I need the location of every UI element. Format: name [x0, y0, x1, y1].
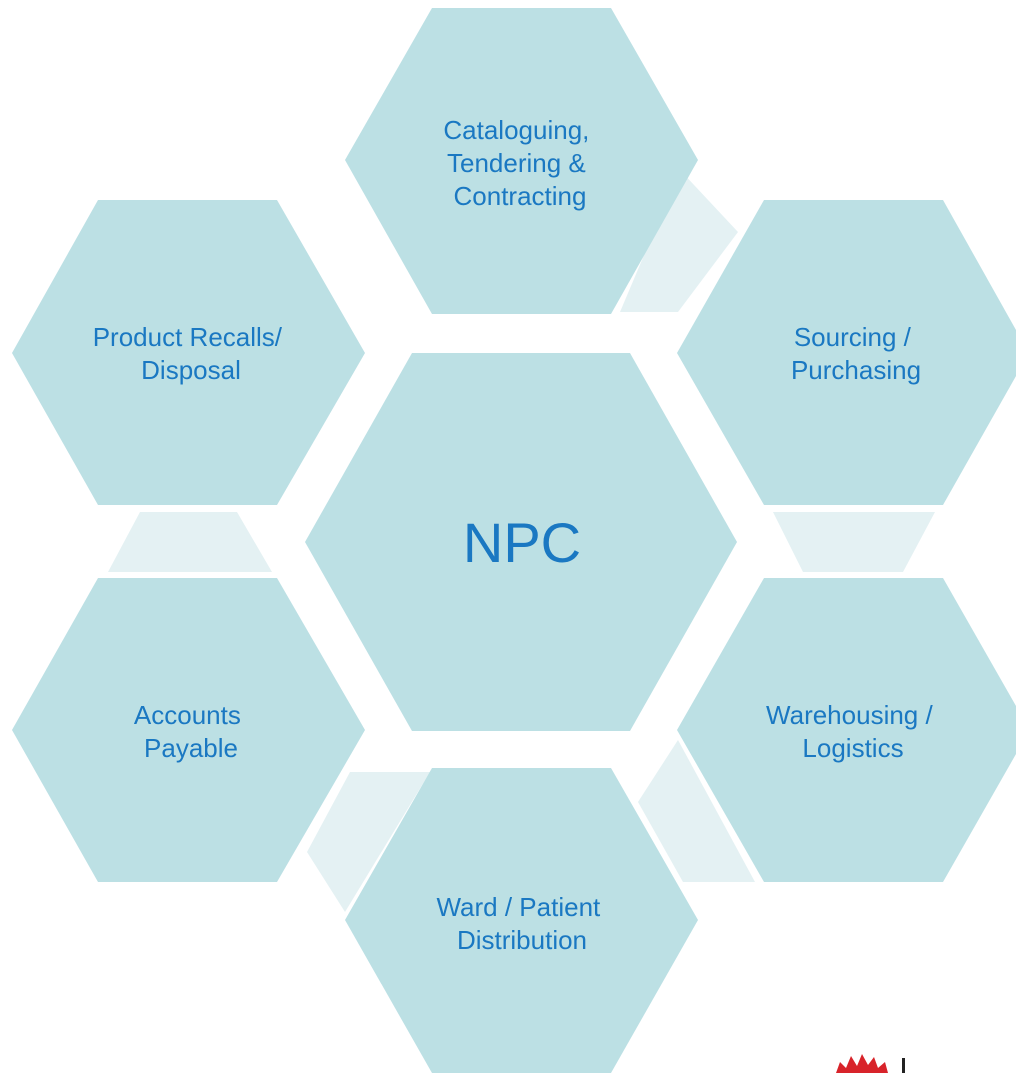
connector-ward-accounts [307, 772, 430, 912]
hexagon-accounts [12, 578, 365, 882]
label-recalls: Product Recalls/ Disposal [93, 322, 290, 385]
hexagon-cataloguing [345, 8, 698, 314]
hexagon-center [305, 353, 737, 731]
label-center: NPC [463, 511, 581, 574]
connector-accounts-recalls [108, 512, 272, 572]
connector-warehousing-ward [638, 740, 755, 882]
hexagon-recalls [12, 200, 365, 505]
label-warehousing: Warehousing / Logistics [766, 700, 940, 763]
hexagon-sourcing [677, 200, 1016, 505]
waratah-logo-icon [836, 1054, 905, 1073]
label-accounts: Accounts Payable [134, 700, 248, 763]
label-sourcing: Sourcing / Purchasing [791, 322, 921, 385]
hexagon-ward [345, 768, 698, 1073]
connector-sourcing-warehousing [773, 512, 935, 572]
label-cataloguing: Cataloguing, Tendering & Contracting [443, 115, 596, 211]
connector-cataloguing-sourcing [620, 170, 738, 312]
label-ward: Ward / Patient Distribution [436, 892, 607, 955]
hexagon-warehousing [677, 578, 1016, 882]
